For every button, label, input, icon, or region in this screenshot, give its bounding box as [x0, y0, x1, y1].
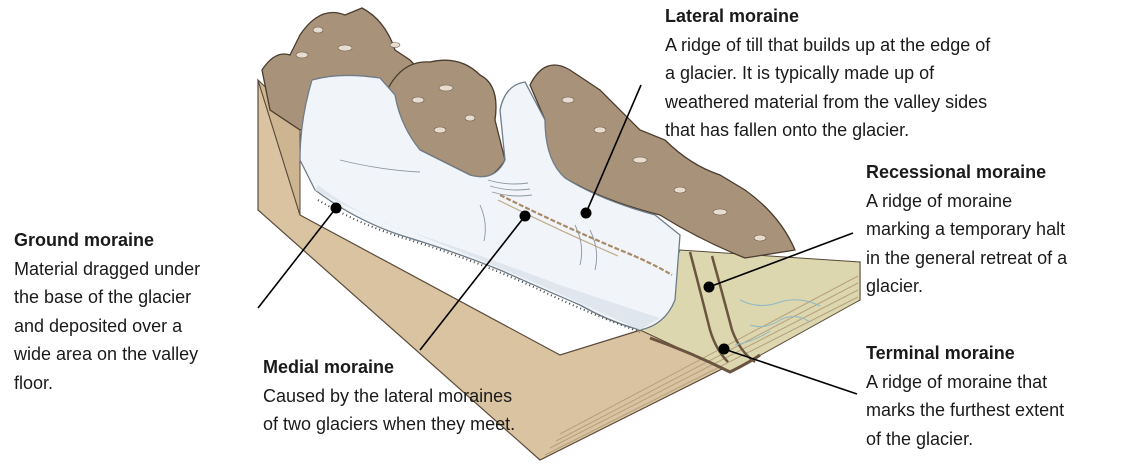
dot-medial: [519, 210, 531, 222]
dot-recessional: [703, 281, 715, 293]
label-medial-text: Caused by the lateral moraines of two gl…: [263, 385, 516, 435]
marker-dots: [330, 202, 730, 355]
leader-ground: [257, 207, 337, 309]
glacier-ice-shade: [315, 185, 660, 330]
terminal-moraine-ridge: [649, 336, 761, 374]
label-medial-moraine: Medial moraine Caused by the lateral mor…: [263, 353, 515, 439]
leader-terminal: [723, 348, 858, 395]
label-lateral-text: A ridge of till that builds up at the ed…: [665, 34, 991, 141]
dot-ground: [330, 202, 342, 214]
leader-lines: [257, 84, 858, 395]
dot-lateral: [580, 207, 592, 219]
label-recessional-moraine: Recessional moraine A ridge of moraine m…: [866, 158, 1067, 301]
rock-snow-patches: [295, 26, 767, 242]
dot-terminal: [718, 343, 730, 355]
label-lateral-title: Lateral moraine: [665, 6, 800, 26]
leader-recessional: [708, 232, 854, 288]
label-terminal-title: Terminal moraine: [866, 343, 1015, 363]
medial-moraine-band-2: [497, 199, 619, 257]
label-recessional-text: A ridge of moraine marking a temporary h…: [866, 190, 1068, 297]
label-ground-title: Ground moraine: [14, 230, 155, 250]
label-terminal-text: A ridge of moraine that marks the furthe…: [866, 371, 1065, 449]
leader-medial: [419, 215, 526, 351]
label-ground-moraine: Ground moraine Material dragged under th…: [14, 226, 200, 397]
crevasses: [339, 159, 598, 271]
recessional-moraine-ridges: [688, 251, 756, 364]
label-lateral-moraine: Lateral moraine A ridge of till that bui…: [665, 2, 990, 145]
medial-moraine-band: [499, 194, 673, 276]
leader-lateral: [585, 84, 642, 214]
label-terminal-moraine: Terminal moraine A ridge of moraine that…: [866, 339, 1064, 453]
glacier-ice: [299, 74, 681, 331]
label-recessional-title: Recessional moraine: [866, 162, 1047, 182]
ground-moraine-fringe: [317, 199, 641, 333]
label-ground-text: Material dragged under the base of the g…: [14, 258, 201, 393]
label-medial-title: Medial moraine: [263, 357, 395, 377]
meltwater-streams: [734, 299, 821, 346]
